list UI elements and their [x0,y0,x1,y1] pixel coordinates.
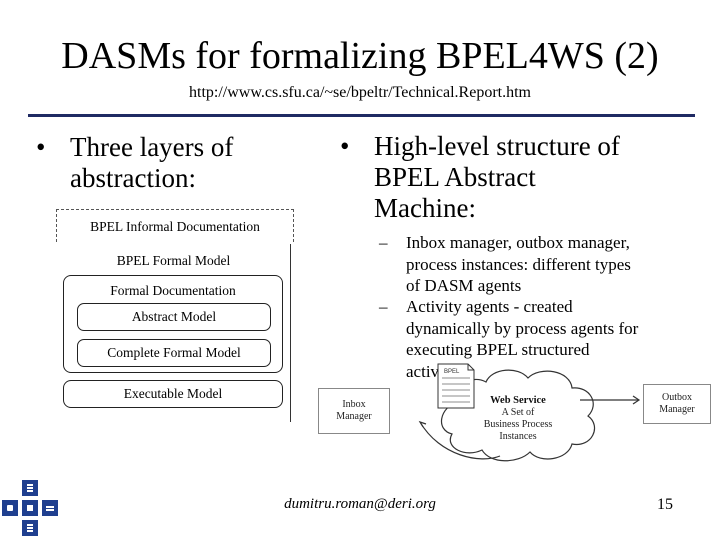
left-bullet: • Three layers of abstraction: [36,132,336,196]
executable-model-label: Executable Model [123,386,223,401]
cloud-icon [441,369,595,462]
complete-formal-model-box: Complete Formal Model [77,339,271,367]
cloud-to-inbox-arrow [419,421,501,460]
abstract-model-box: Abstract Model [77,303,271,331]
right-bullet-line-3: Machine: [374,193,476,223]
inbox-manager-box: Inbox Manager [318,388,390,434]
right-bullet-line-2: BPEL Abstract [374,162,536,192]
document-bpel-label: BPEL [444,369,460,375]
outbox-line-2: Manager [659,403,695,415]
formal-model-label: BPEL Formal Model [116,253,231,268]
left-bullet-line-1: Three layers of [70,132,234,162]
complete-formal-model-label: Complete Formal Model [107,345,241,360]
executable-model-box: Executable Model [63,380,283,408]
page-number: 15 [657,496,673,513]
outbox-line-1: Outbox [662,392,692,403]
sub-bullet-1-line-3: of DASM agents [406,276,522,295]
sub-bullet-1: – Inbox manager, outbox manager, process… [379,233,631,295]
inbox-line-1: Inbox [342,399,366,410]
sub-bullet-2: – Activity agents - created dynamically … [379,297,639,381]
sub-bullet-2-line-2: dynamically by process agents for [406,318,639,338]
web-service-line-3: Business Process [484,419,553,430]
informal-documentation-label: BPEL Informal Documentation [90,219,260,234]
web-service-line-4: Instances [499,431,536,442]
deri-logo [2,480,58,536]
slide-subtitle-url: http://www.cs.sfu.ca/~se/bpeltr/Technica… [189,84,531,101]
formal-model-layer: BPEL Formal Model [57,244,291,422]
bpel-document-icon: BPEL [437,363,475,409]
web-service-title: Web Service [490,395,546,406]
inbox-line-2: Manager [336,410,372,422]
bullet-dot: • [36,132,46,162]
formal-documentation-box: Formal Documentation Abstract Model Comp… [63,275,283,373]
right-bullet-line-1: High-level structure of [374,131,620,161]
right-bullet: • High-level structure of BPEL Abstract … [340,131,660,227]
informal-documentation-layer: BPEL Informal Documentation [56,209,294,242]
web-service-cloud-diagram: BPEL Web Service A Set of Business Proce… [418,363,641,462]
bullet-dot: • [340,131,350,161]
abstract-model-label: Abstract Model [131,309,217,324]
sub-bullet-1-line-2: process instances: different types [406,254,631,274]
slide-title: DASMs for formalizing BPEL4WS (2) [61,35,659,77]
sub-bullet-2-line-3: executing BPEL structured [406,340,590,359]
web-service-line-2: A Set of [502,407,535,418]
outbox-manager-box: Outbox Manager [643,384,711,424]
formal-documentation-label: Formal Documentation [110,283,236,298]
title-divider [28,114,695,117]
sub-bullet-1-line-1: Inbox manager, outbox manager, [406,233,630,252]
left-bullet-line-2: abstraction: [70,163,196,193]
footer-email: dumitru.roman@deri.org [284,496,436,512]
sub-bullet-2-line-1: Activity agents - created [406,297,573,316]
